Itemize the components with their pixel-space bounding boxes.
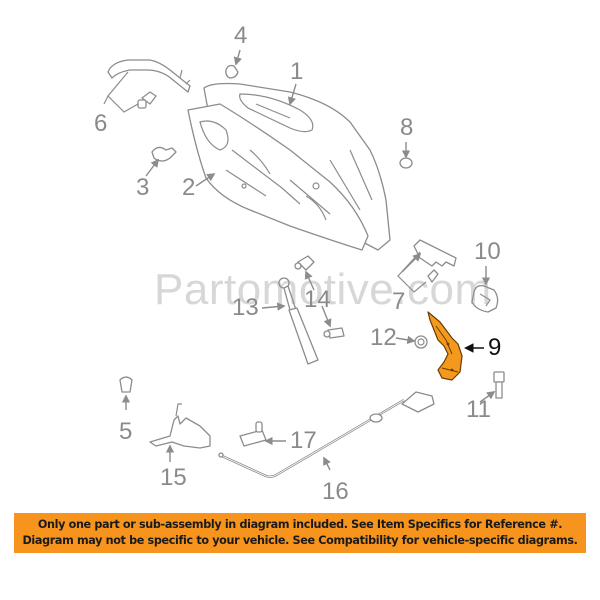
- part-11-bolt: [479, 371, 505, 403]
- disclaimer-banner: Only one part or sub-assembly in diagram…: [14, 513, 586, 553]
- part-8-plug: [399, 142, 413, 169]
- part-10-bracket: [471, 266, 499, 313]
- callout-8: 8: [400, 114, 414, 141]
- part-7-seal: [397, 239, 457, 293]
- callout-4: 4: [234, 22, 248, 49]
- part-15-latch: [149, 403, 211, 462]
- part-14-ball-stud: [294, 255, 345, 339]
- part-2-hood-inner: [187, 103, 369, 251]
- callout-17: 17: [290, 427, 317, 454]
- callout-16: 16: [322, 478, 349, 505]
- callout-13: 13: [232, 294, 259, 321]
- part-17-striker: [239, 421, 286, 447]
- disclaimer-line-2: Diagram may not be specific to your vehi…: [22, 534, 578, 547]
- callout-6: 6: [94, 110, 108, 137]
- callout-3: 3: [136, 174, 150, 201]
- callout-1: 1: [290, 58, 304, 85]
- part-16-release-cable: [218, 391, 435, 478]
- disclaimer-line-1: Only one part or sub-assembly in diagram…: [37, 518, 563, 531]
- callout-12: 12: [370, 324, 397, 351]
- callout-7: 7: [392, 288, 406, 315]
- callout-5: 5: [119, 418, 133, 445]
- part-3-clip: [145, 146, 177, 177]
- part-4-bumper: [225, 49, 242, 79]
- part-6-weatherstrip: [103, 59, 191, 113]
- callout-11: 11: [466, 396, 491, 423]
- callout-10: 10: [474, 238, 501, 265]
- part-9-hood-hinge: [427, 311, 484, 381]
- watermark-text: Partomotive.com: [154, 265, 492, 314]
- callout-15: 15: [160, 464, 187, 491]
- callout-14: 14: [304, 286, 331, 313]
- part-5-bumper-stop: [119, 376, 133, 410]
- part-12-nut: [395, 335, 428, 349]
- callout-9: 9: [488, 334, 502, 361]
- part-13-lift-support: [261, 277, 319, 365]
- callout-2: 2: [182, 174, 196, 201]
